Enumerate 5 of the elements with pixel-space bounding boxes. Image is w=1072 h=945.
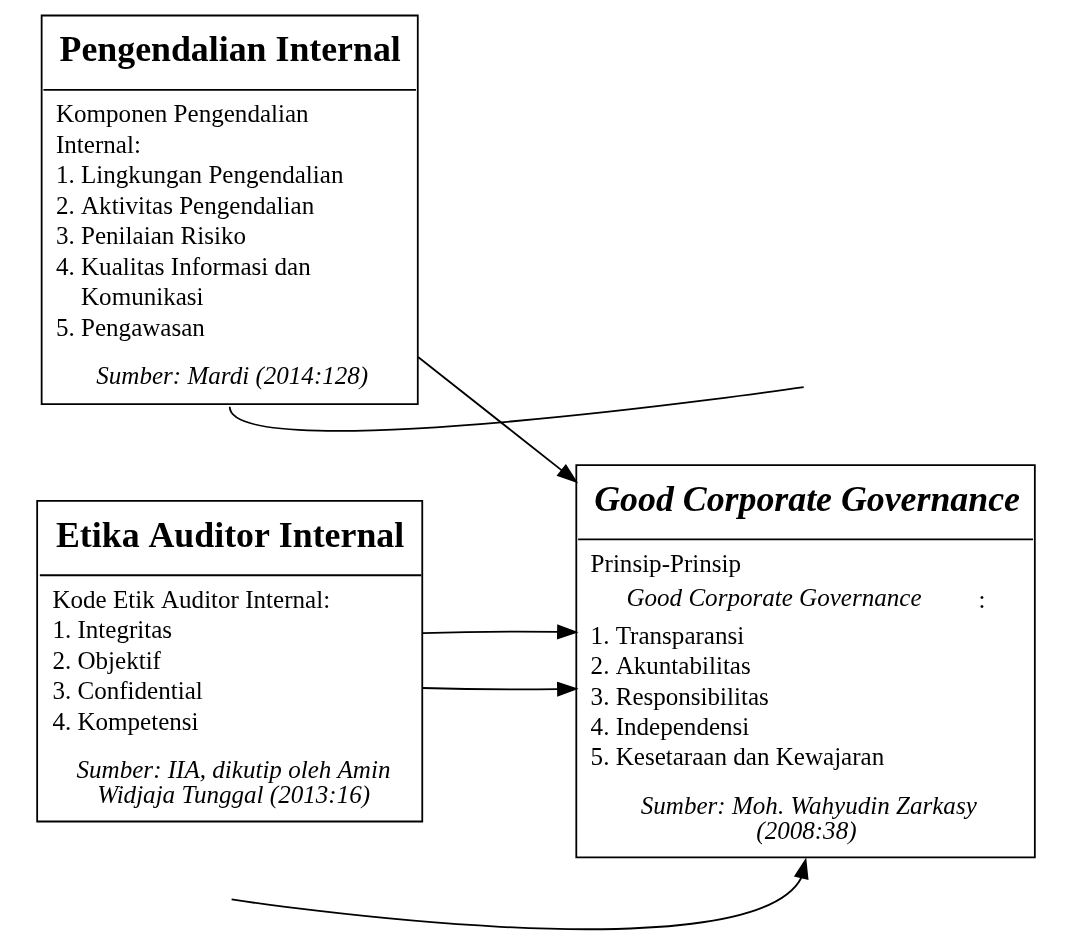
arrow <box>421 624 579 640</box>
arrow <box>417 356 579 484</box>
connector <box>228 386 805 432</box>
arrow <box>230 857 809 930</box>
arrow <box>421 681 579 697</box>
